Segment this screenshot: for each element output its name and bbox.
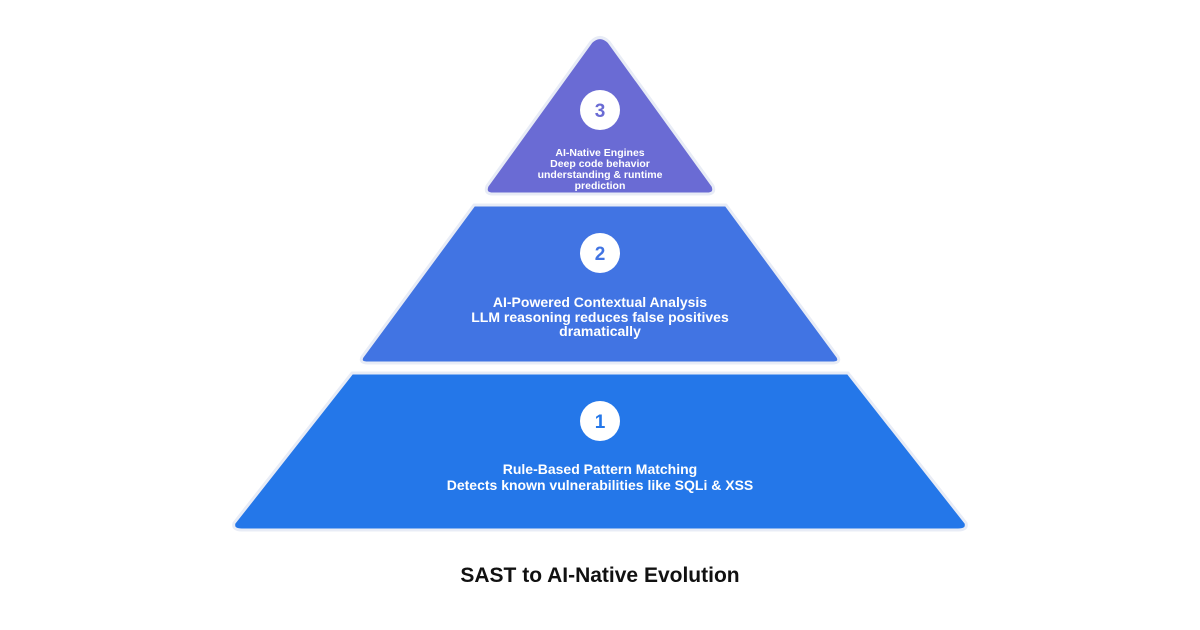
tier-1-description: Detects known vulnerabilities like SQLi … xyxy=(447,477,754,493)
tier-2-title: AI-Powered Contextual Analysis xyxy=(493,294,707,310)
tier-3-title: AI-Native Engines xyxy=(555,147,644,159)
tier-1-title: Rule-Based Pattern Matching xyxy=(503,461,697,477)
tier-2-description-line-2: dramatically xyxy=(559,323,641,339)
tier-3-number: 3 xyxy=(595,101,606,122)
tier-1-number-badge xyxy=(580,401,620,441)
tier-3-description-line-2: understanding & runtime xyxy=(538,169,663,181)
tier-2-shape xyxy=(359,203,841,365)
tier-3: 3 AI-Native Engines Deep code behavior u… xyxy=(484,36,716,196)
tier-3-description-line-1: Deep code behavior xyxy=(550,158,650,170)
tier-1-shape xyxy=(232,371,968,532)
tier-1-number: 1 xyxy=(595,412,606,433)
tier-2: 2 AI-Powered Contextual Analysis LLM rea… xyxy=(359,203,841,365)
page-title: SAST to AI-Native Evolution xyxy=(460,564,740,587)
tier-2-description-line-1: LLM reasoning reduces false positives xyxy=(471,309,729,325)
tier-1: 1 Rule-Based Pattern Matching Detects kn… xyxy=(232,371,968,532)
tier-2-number-badge xyxy=(580,233,620,273)
tier-3-number-badge xyxy=(580,90,620,130)
tier-3-description-line-3: prediction xyxy=(575,180,626,192)
tier-2-number: 2 xyxy=(595,244,606,265)
